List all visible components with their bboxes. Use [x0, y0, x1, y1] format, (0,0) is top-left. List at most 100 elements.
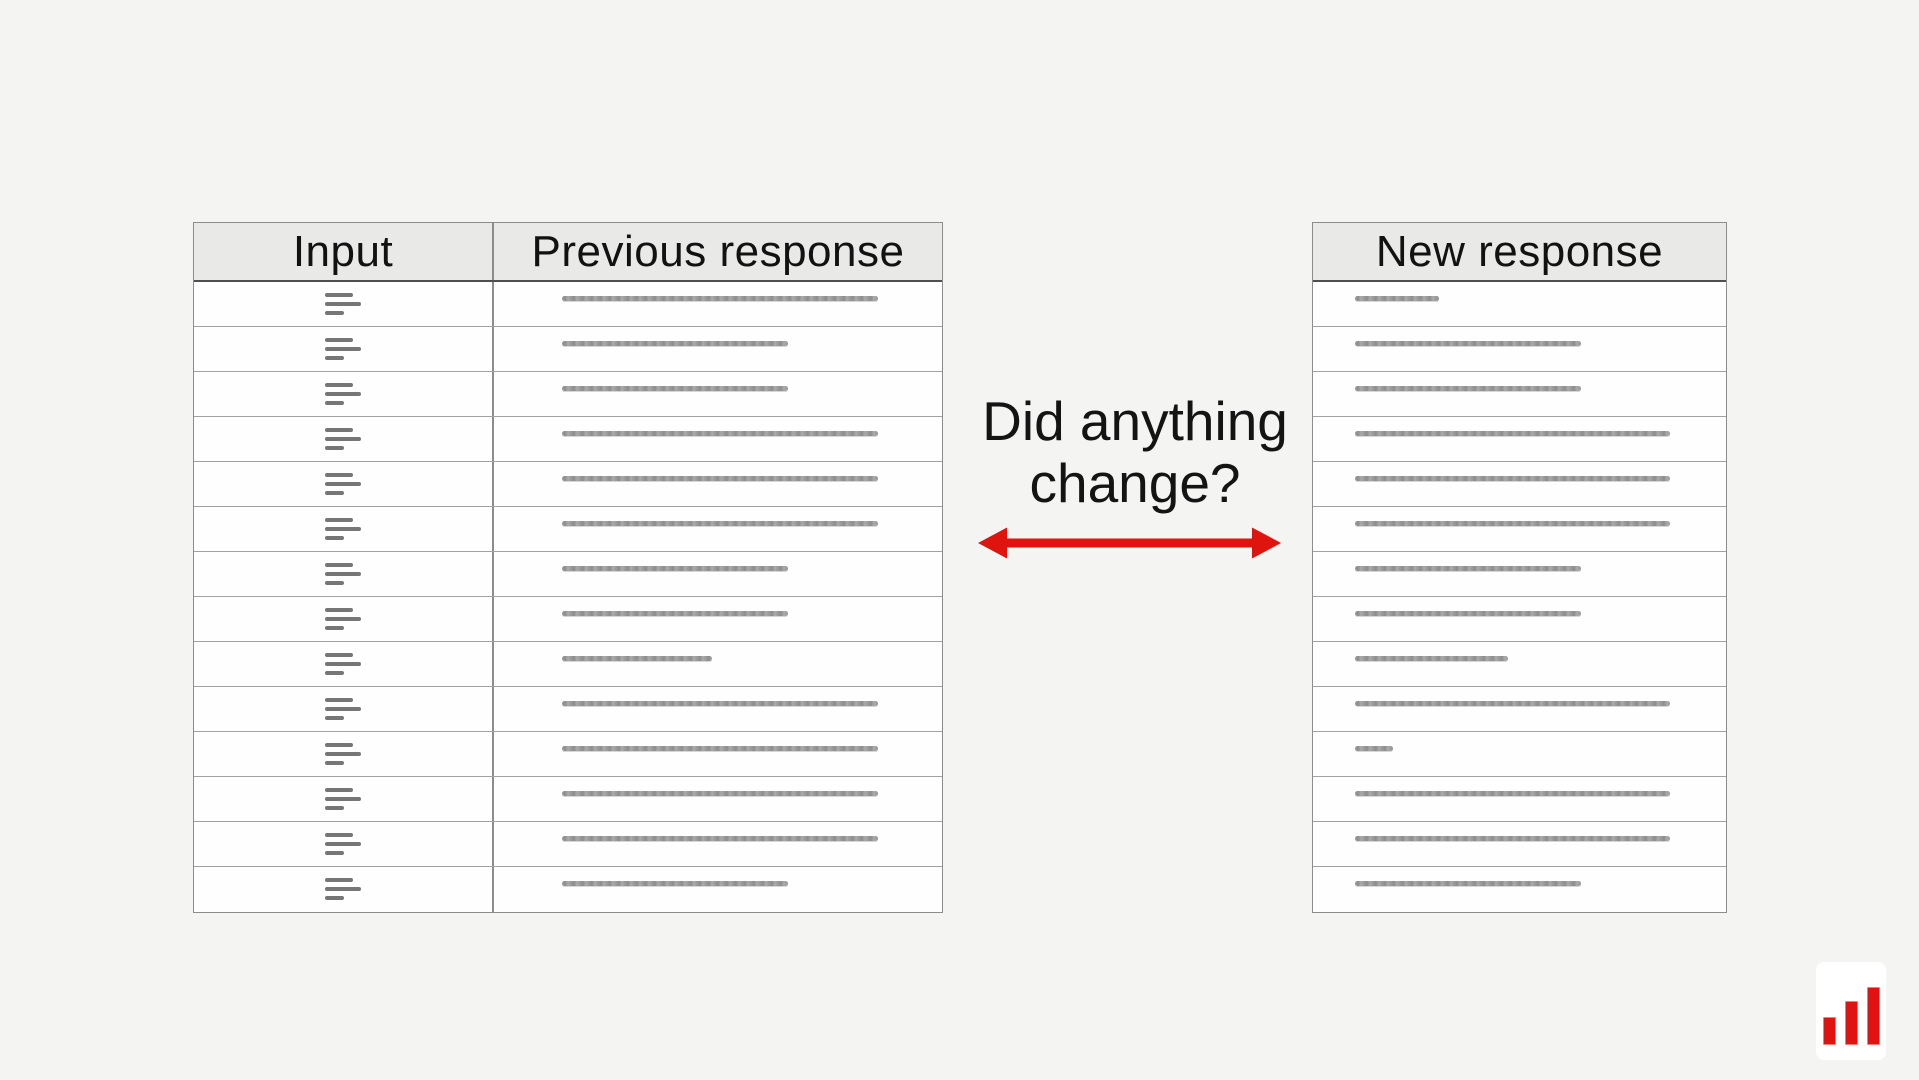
table-row [1313, 372, 1726, 417]
brand-logo [1816, 962, 1886, 1060]
response-cell [1313, 372, 1726, 416]
table-row [194, 597, 942, 642]
response-cell [494, 777, 942, 821]
icon-line [325, 878, 353, 882]
icon-line [325, 536, 344, 540]
table-row [194, 507, 942, 552]
table-row [194, 822, 942, 867]
redacted-text-bar [1355, 656, 1508, 661]
response-cell [1313, 777, 1726, 821]
new-response-table-body [1313, 282, 1726, 912]
text-lines-icon [325, 788, 361, 810]
redacted-text-bar [562, 791, 878, 796]
table-row [194, 282, 942, 327]
response-cell [1313, 732, 1726, 776]
redacted-text-bar [562, 476, 878, 481]
response-cell [494, 372, 942, 416]
table-row [1313, 507, 1726, 552]
text-lines-icon [325, 338, 361, 360]
input-cell [194, 327, 494, 371]
input-cell [194, 417, 494, 461]
table-row [194, 642, 942, 687]
icon-line [325, 347, 361, 351]
table-row [1313, 597, 1726, 642]
new-response-table: New response [1312, 222, 1727, 913]
redacted-text-bar [1355, 386, 1581, 391]
response-cell [1313, 507, 1726, 551]
text-lines-icon [325, 833, 361, 855]
response-cell [494, 732, 942, 776]
input-cell [194, 507, 494, 551]
table-row [194, 777, 942, 822]
response-cell [494, 552, 942, 596]
response-cell [494, 417, 942, 461]
text-lines-icon [325, 293, 361, 315]
previous-response-table: Input Previous response [193, 222, 943, 913]
table-row [194, 417, 942, 462]
input-cell [194, 732, 494, 776]
icon-line [325, 302, 361, 306]
icon-line [325, 518, 353, 522]
logo-bar [1844, 1001, 1858, 1045]
redacted-text-bar [1355, 746, 1393, 751]
icon-line [325, 662, 361, 666]
redacted-text-bar [1355, 431, 1670, 436]
input-cell [194, 552, 494, 596]
icon-line [325, 473, 353, 477]
icon-line [325, 572, 361, 576]
redacted-text-bar [1355, 836, 1670, 841]
icon-line [325, 743, 353, 747]
redacted-text-bar [562, 881, 788, 886]
icon-line [325, 851, 344, 855]
input-cell [194, 597, 494, 641]
redacted-text-bar [562, 836, 878, 841]
icon-line [325, 617, 361, 621]
table-header-row: New response [1313, 223, 1726, 282]
previous-response-column-header: Previous response [531, 226, 905, 276]
table-row [194, 327, 942, 372]
table-row [1313, 687, 1726, 732]
response-cell [494, 867, 942, 912]
icon-line [325, 428, 353, 432]
text-lines-icon [325, 383, 361, 405]
redacted-text-bar [1355, 476, 1670, 481]
redacted-text-bar [1355, 296, 1439, 301]
response-cell [494, 507, 942, 551]
logo-bar [1866, 987, 1880, 1045]
redacted-text-bar [562, 746, 878, 751]
icon-line [325, 833, 353, 837]
double-arrow-icon [978, 525, 1281, 561]
icon-line [325, 293, 353, 297]
input-cell [194, 687, 494, 731]
text-lines-icon [325, 743, 361, 765]
redacted-text-bar [562, 701, 878, 706]
response-cell [494, 687, 942, 731]
table-row [1313, 552, 1726, 597]
table-row [194, 462, 942, 507]
icon-line [325, 581, 344, 585]
icon-line [325, 401, 344, 405]
icon-line [325, 608, 353, 612]
text-lines-icon [325, 608, 361, 630]
text-lines-icon [325, 428, 361, 450]
table-row [1313, 462, 1726, 507]
redacted-text-bar [1355, 881, 1581, 886]
redacted-text-bar [562, 566, 788, 571]
question-text: Did anything change? [982, 390, 1288, 514]
text-lines-icon [325, 473, 361, 495]
bar-chart-icon [1822, 987, 1880, 1045]
text-lines-icon [325, 653, 361, 675]
redacted-text-bar [1355, 521, 1670, 526]
response-cell [494, 597, 942, 641]
table-row [1313, 777, 1726, 822]
redacted-text-bar [562, 386, 788, 391]
response-cell [1313, 462, 1726, 506]
redacted-text-bar [562, 431, 878, 436]
response-cell [1313, 417, 1726, 461]
icon-line [325, 383, 353, 387]
redacted-text-bar [1355, 566, 1581, 571]
new-response-column-header: New response [1375, 226, 1664, 276]
redacted-text-bar [1355, 701, 1670, 706]
response-cell [1313, 822, 1726, 866]
logo-bar [1822, 1017, 1836, 1045]
